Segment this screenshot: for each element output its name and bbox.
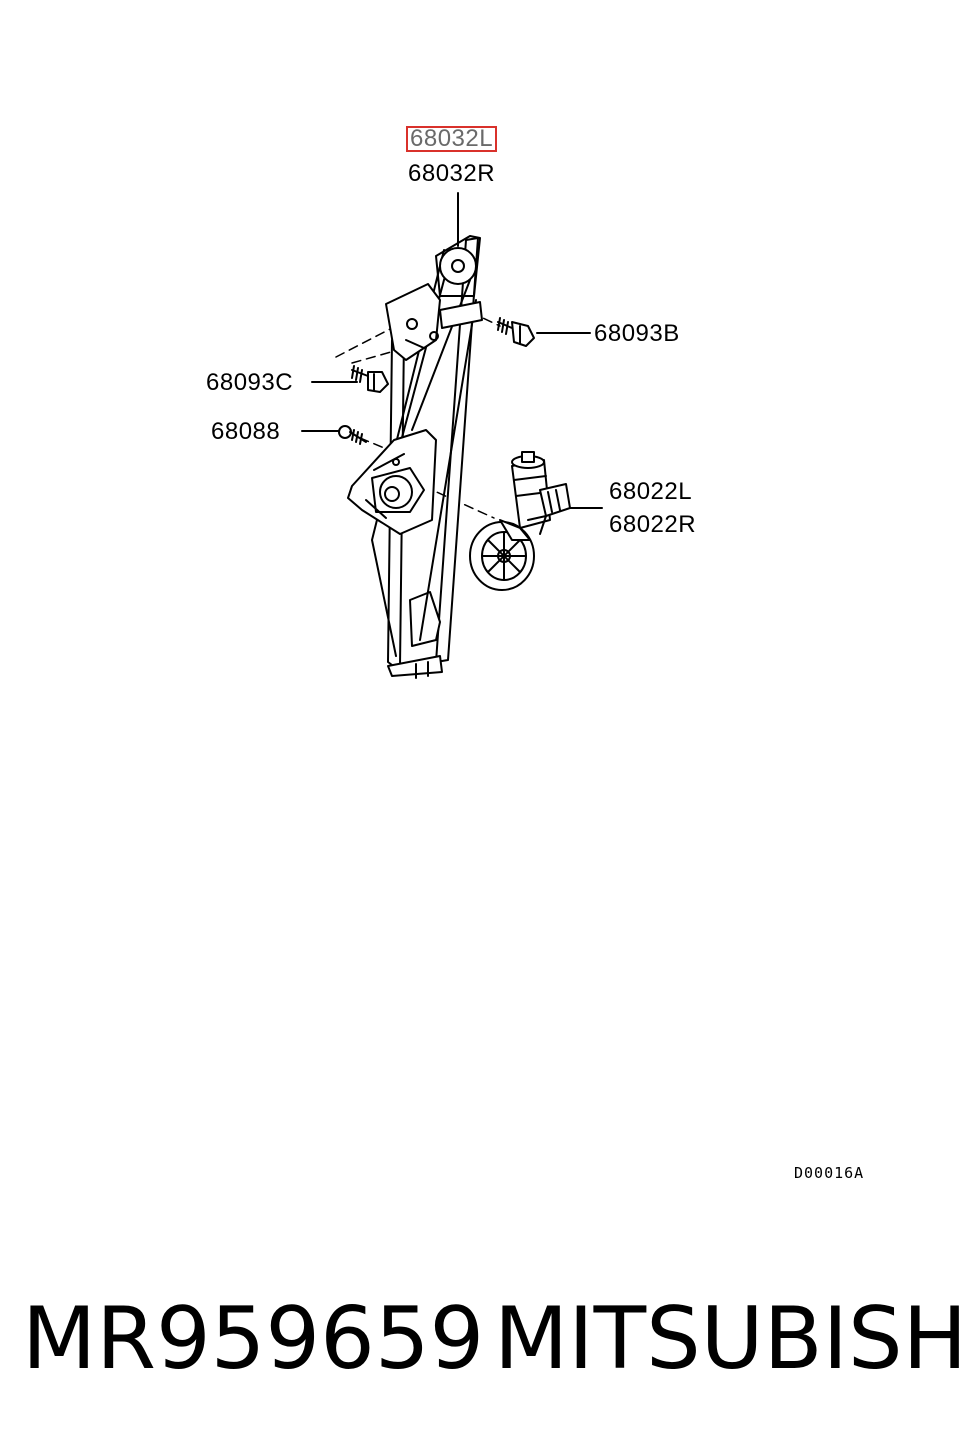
bolt-68093b (497, 317, 535, 347)
diagram-reference-code: D00016A (794, 1164, 865, 1182)
part-label-68032l: 68032L (406, 126, 498, 152)
part-label-68022r: 68022R (609, 511, 697, 538)
part-label-68093c: 68093C (206, 369, 294, 396)
part-label-68022l: 68022L (609, 478, 693, 505)
part-label-68093b: 68093B (594, 320, 680, 347)
lower-carrier (347, 429, 437, 535)
footer-brand: MITSUBISHI (494, 1289, 960, 1389)
screw-68088 (338, 425, 367, 445)
bolt-68093c (351, 365, 389, 393)
window-motor (469, 451, 571, 591)
top-pulley (435, 235, 481, 297)
part-label-68032r: 68032R (408, 160, 496, 187)
upper-bracket (385, 283, 483, 361)
part-label-68088: 68088 (211, 418, 281, 445)
footer-part-number: MR959659 (22, 1289, 485, 1389)
